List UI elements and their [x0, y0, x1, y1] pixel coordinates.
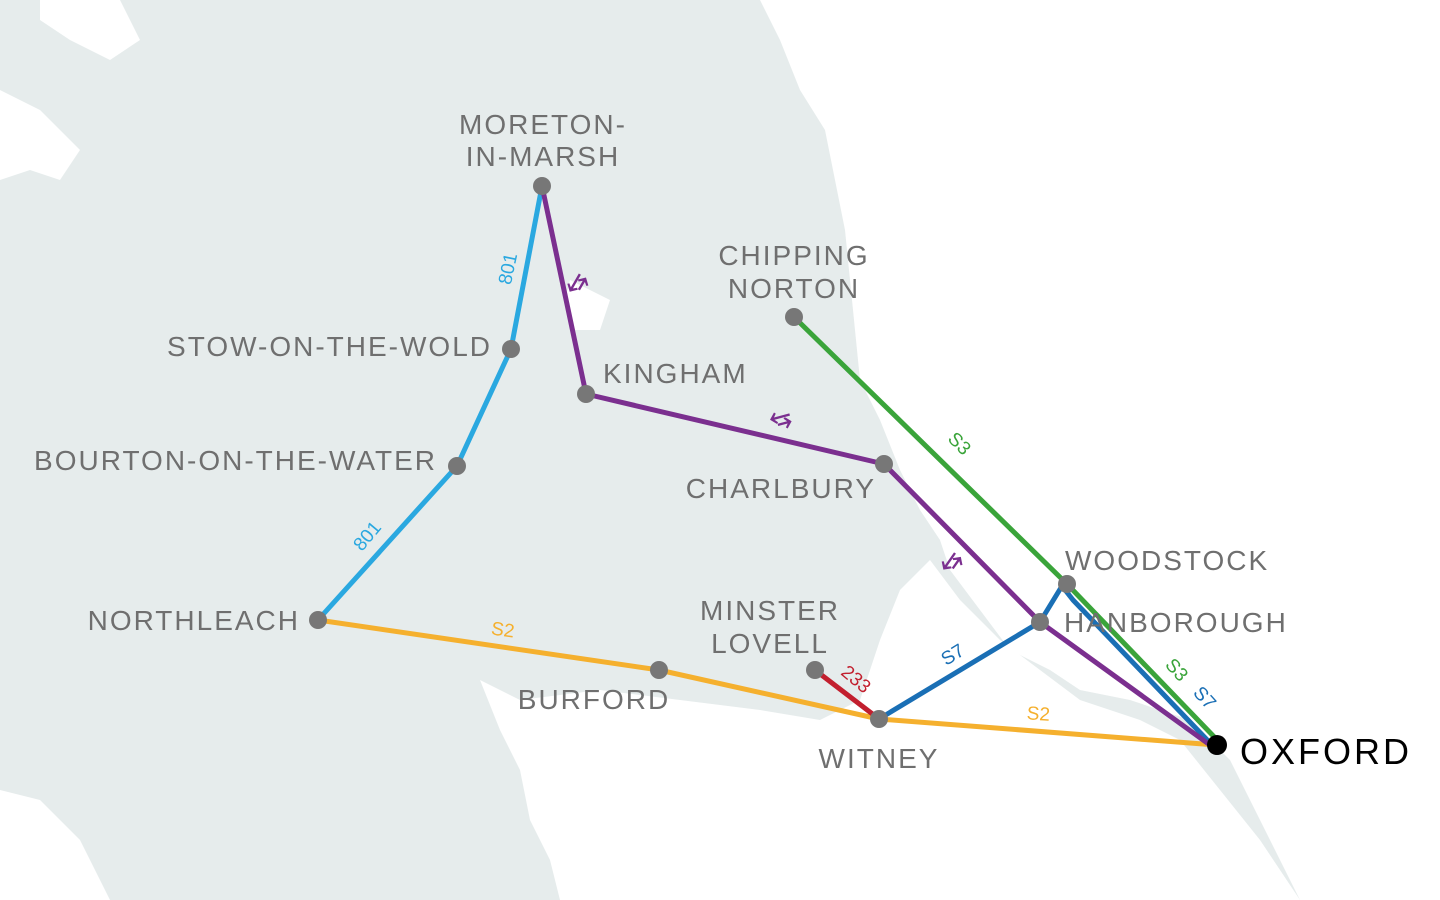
place-chipping-line2: NORTON	[728, 273, 860, 304]
place-hanborough: HANBOROUGH	[1064, 607, 1288, 638]
place-minster-line2: LOVELL	[711, 628, 829, 659]
sea-north-west	[40, 0, 140, 60]
place-burford: BURFORD	[518, 684, 670, 715]
stop-kingham[interactable]	[577, 385, 595, 403]
stop-stow-on-the-wold[interactable]	[502, 340, 520, 358]
place-labels: MORETON- IN-MARSH CHIPPING NORTON STOW-O…	[34, 109, 1412, 774]
route-233-line[interactable]	[812, 667, 882, 722]
place-minster-line1: MINSTER	[700, 595, 840, 626]
stop-minster-lovell[interactable]	[806, 661, 824, 679]
stop-northleach[interactable]	[309, 611, 327, 629]
stop-burford[interactable]	[650, 661, 668, 679]
place-stow: STOW-ON-THE-WOLD	[167, 331, 492, 362]
stop-hanborough[interactable]	[1031, 613, 1049, 631]
sea-south-west	[0, 790, 110, 900]
place-kingham: KINGHAM	[603, 358, 748, 389]
stop-moreton-in-marsh[interactable]	[533, 177, 551, 195]
stop-bourton-on-the-water[interactable]	[448, 457, 466, 475]
place-northleach: NORTHLEACH	[88, 605, 300, 636]
sea-west	[0, 90, 80, 180]
sea-north-east	[760, 0, 1440, 900]
place-chipping-line1: CHIPPING	[718, 240, 869, 271]
stop-woodstock[interactable]	[1058, 575, 1076, 593]
place-bourton: BOURTON-ON-THE-WATER	[34, 445, 437, 476]
stops	[309, 177, 1227, 755]
place-witney: WITNEY	[819, 743, 940, 774]
place-moreton-line1: MORETON-	[459, 109, 627, 140]
stop-charlbury[interactable]	[875, 455, 893, 473]
stop-oxford[interactable]	[1207, 735, 1227, 755]
place-oxford: OXFORD	[1240, 731, 1412, 772]
route-801-line[interactable]	[315, 183, 545, 623]
place-charlbury: CHARLBURY	[686, 473, 876, 504]
route-s2-label-west: S2	[490, 619, 516, 643]
place-moreton-line2: IN-MARSH	[466, 141, 620, 172]
place-woodstock: WOODSTOCK	[1065, 545, 1269, 576]
sea-south	[480, 560, 1300, 900]
stop-chipping-norton[interactable]	[785, 308, 803, 326]
sea-inlet	[565, 280, 610, 330]
route-s2-line[interactable]	[315, 617, 1219, 748]
route-s2-label-east: S2	[1026, 703, 1051, 726]
stop-witney[interactable]	[870, 710, 888, 728]
